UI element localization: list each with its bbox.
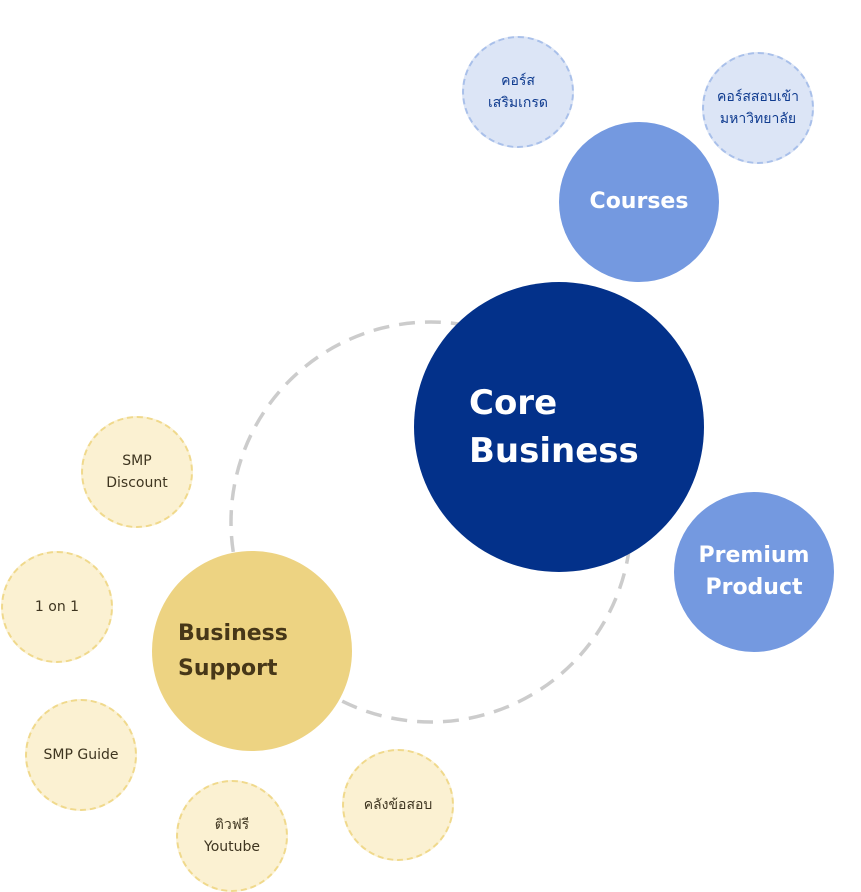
smp-discount-line1: SMP — [122, 453, 152, 469]
premium-line2: Product — [705, 575, 803, 600]
smp-guide-label: SMP Guide — [43, 747, 119, 763]
core-business-node: Core Business — [414, 282, 704, 572]
premium-product-node: Premium Product — [674, 492, 834, 652]
exam-bank-node: คลังข้อสอบ — [342, 749, 454, 861]
smp-discount-node: SMP Discount — [81, 416, 193, 528]
exam-bank-label: คลังข้อสอบ — [363, 797, 433, 813]
free-tutoring-youtube-node: ติวฟรี Youtube — [176, 780, 288, 892]
entrance-course-line1: คอร์สสอบเข้า — [717, 89, 799, 105]
business-support-line1: Business — [178, 621, 288, 646]
grade-course-node: คอร์ส เสริมเกรด — [462, 36, 574, 148]
free-tutoring-line2: Youtube — [204, 839, 260, 855]
courses-label: Courses — [589, 189, 689, 214]
business-support-node: Business Support — [152, 551, 352, 751]
entrance-course-line2: มหาวิทยาลัย — [719, 111, 797, 127]
one-on-one-node: 1 on 1 — [1, 551, 113, 663]
premium-line1: Premium — [698, 543, 810, 568]
free-tutoring-line1: ติวฟรี — [214, 817, 250, 833]
smp-guide-node: SMP Guide — [25, 699, 137, 811]
grade-course-line2: เสริมเกรด — [488, 95, 548, 111]
courses-node: Courses — [559, 122, 719, 282]
one-on-one-label: 1 on 1 — [34, 599, 80, 615]
business-support-line2: Support — [178, 656, 278, 681]
core-business-line2: Business — [469, 431, 639, 471]
core-business-line1: Core — [469, 383, 558, 423]
entrance-course-node: คอร์สสอบเข้า มหาวิทยาลัย — [702, 52, 814, 164]
grade-course-line1: คอร์ส — [501, 73, 535, 89]
smp-discount-line2: Discount — [106, 475, 168, 491]
